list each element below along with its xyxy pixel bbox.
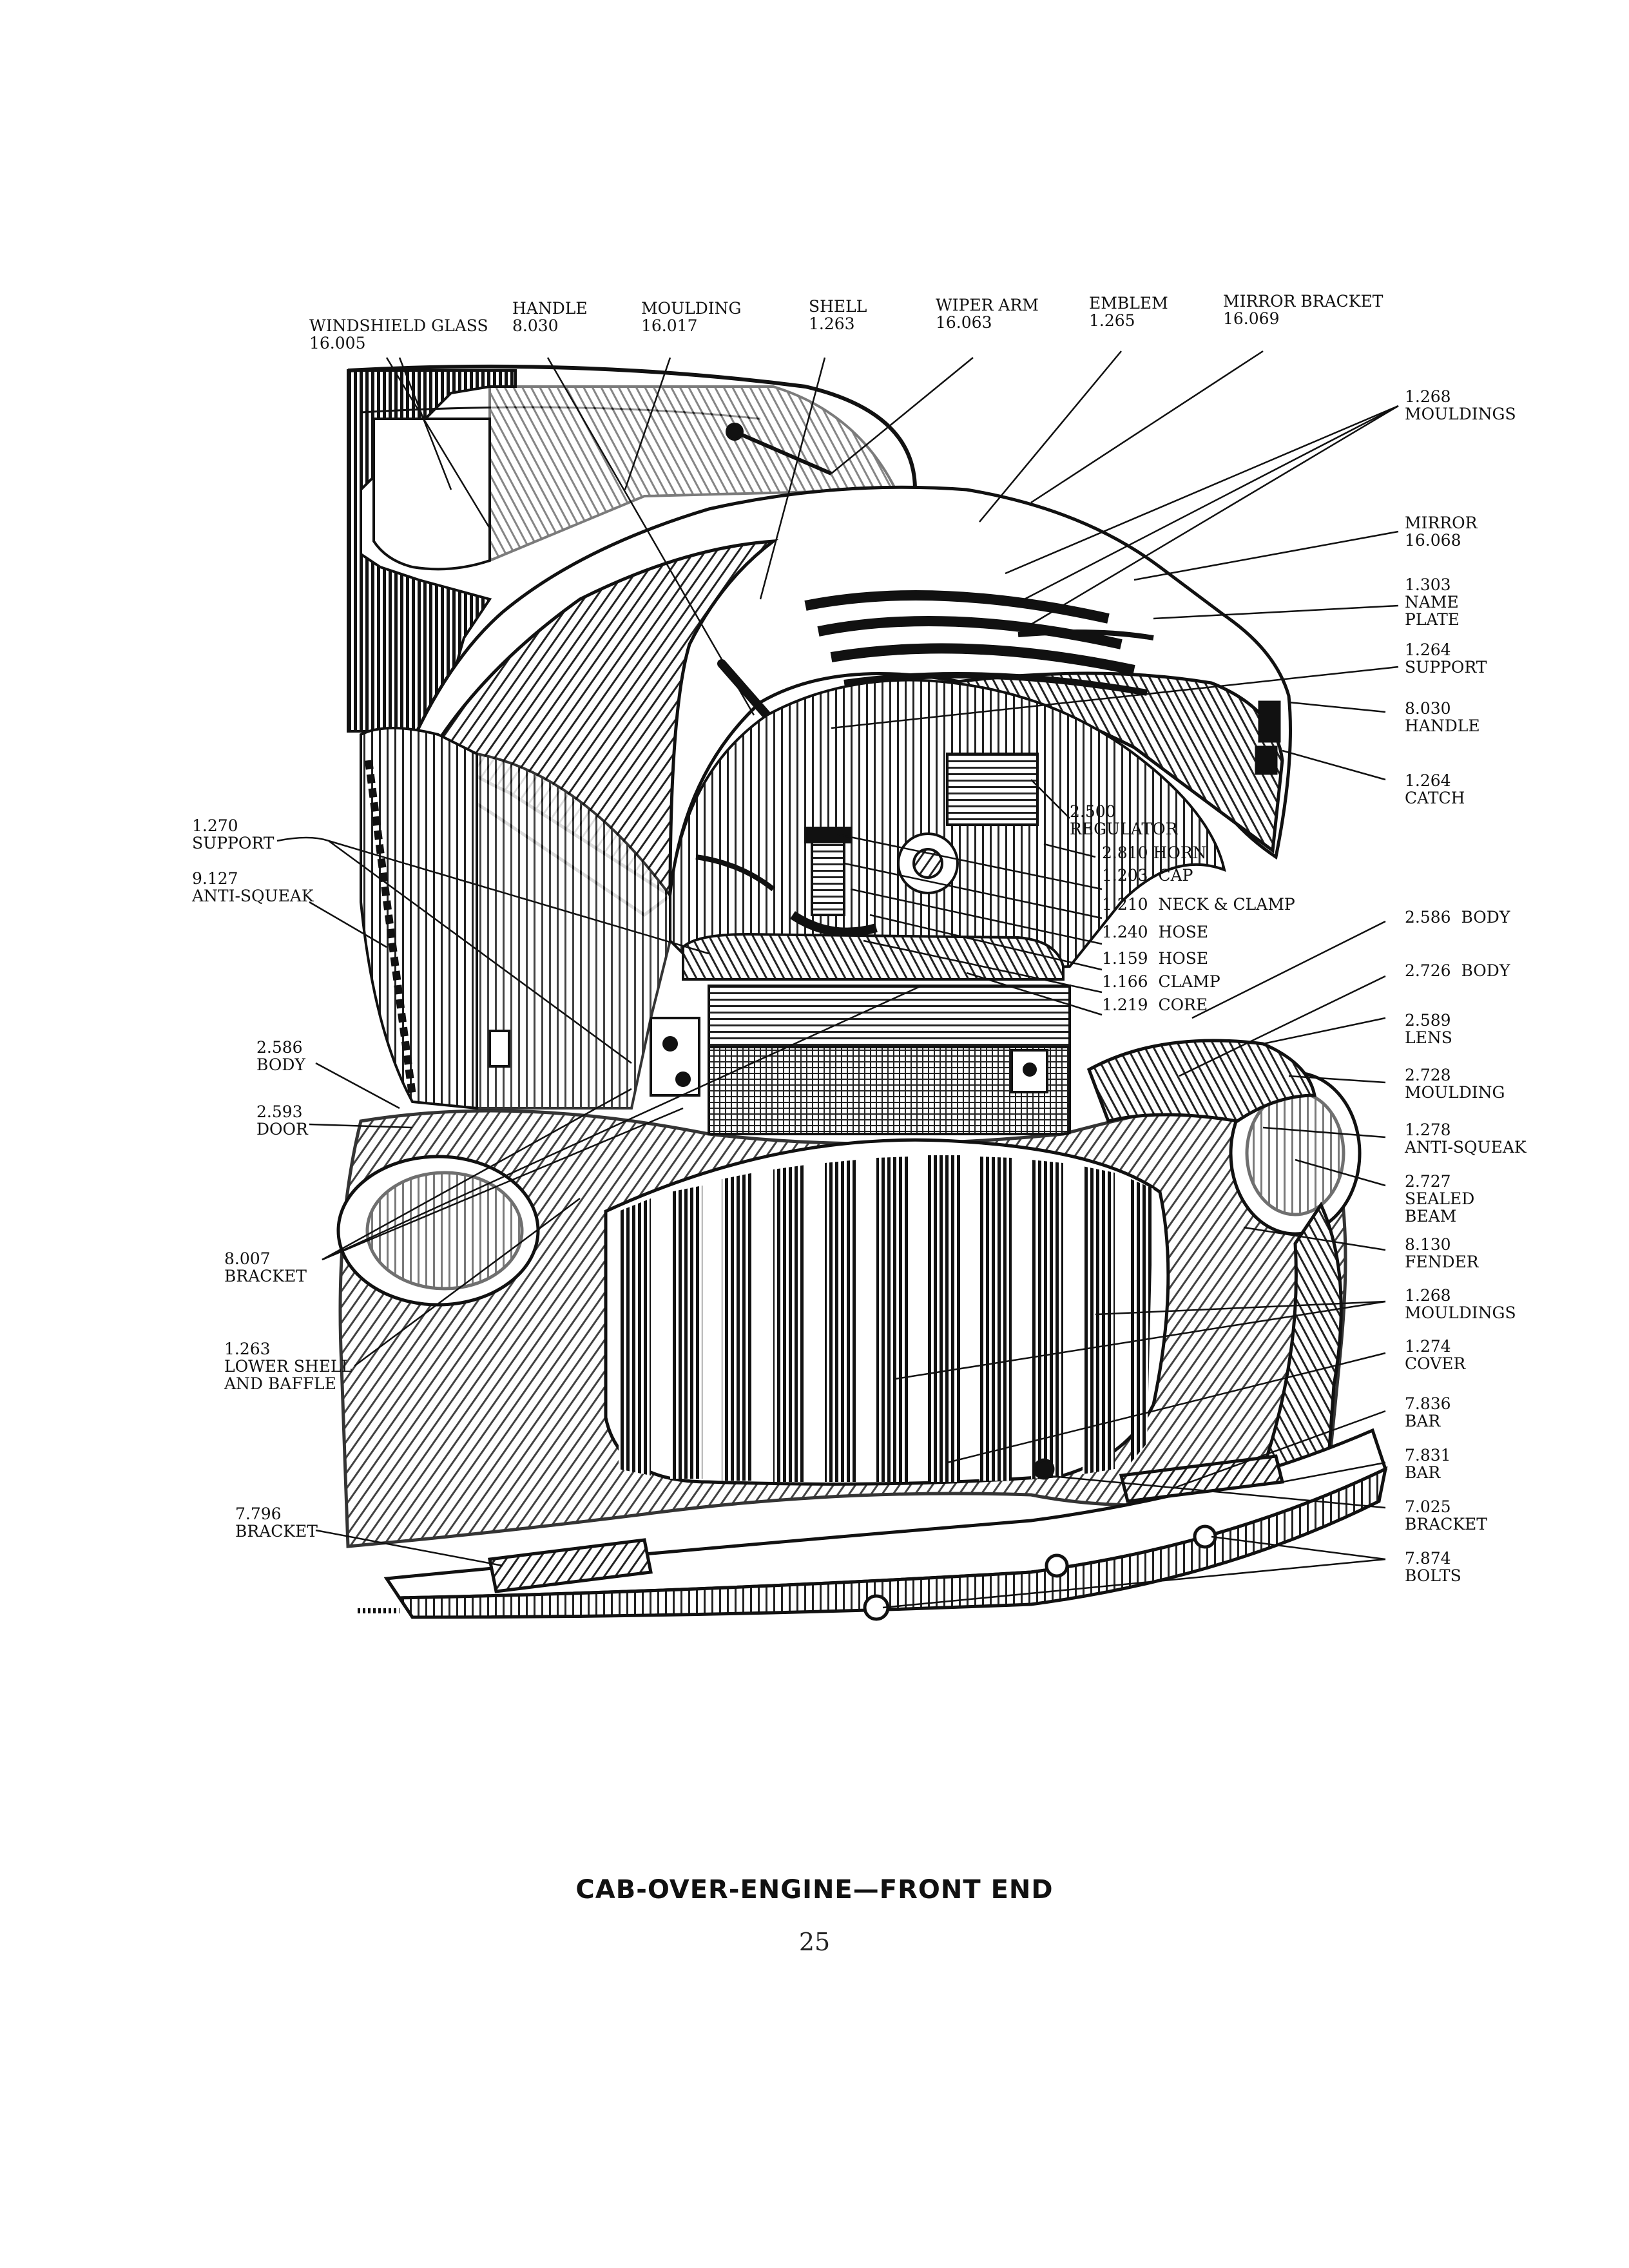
page-number: 25: [798, 1928, 831, 1956]
label-body-2726: 2.726 BODY: [1405, 961, 1510, 980]
hood-shell: [410, 485, 1292, 918]
label-hose-1: 1.240 HOSE: [1102, 923, 1209, 941]
left-side-radiator-shell: [360, 727, 671, 1110]
label-core: 1.219 CORE: [1102, 995, 1208, 1014]
label-clamp: 1.166 CLAMP: [1102, 972, 1220, 991]
engine-compartment: [650, 678, 1226, 1135]
label-cap: 1.203 CAP: [1102, 866, 1193, 885]
label-body-2586-right: 2.586 BODY: [1405, 908, 1510, 927]
label-neck-clamp: 1.210 NECK & CLAMP: [1102, 895, 1295, 914]
leader-lines: [276, 350, 1399, 1609]
figure-caption: CAB-OVER-ENGINE—FRONT END: [575, 1875, 1054, 1905]
label-hose-2: 1.159 HOSE: [1102, 949, 1209, 968]
label-horn: 2.810 HORN: [1102, 843, 1207, 862]
lower-front: [336, 1039, 1388, 1621]
cab-body: [347, 364, 917, 733]
